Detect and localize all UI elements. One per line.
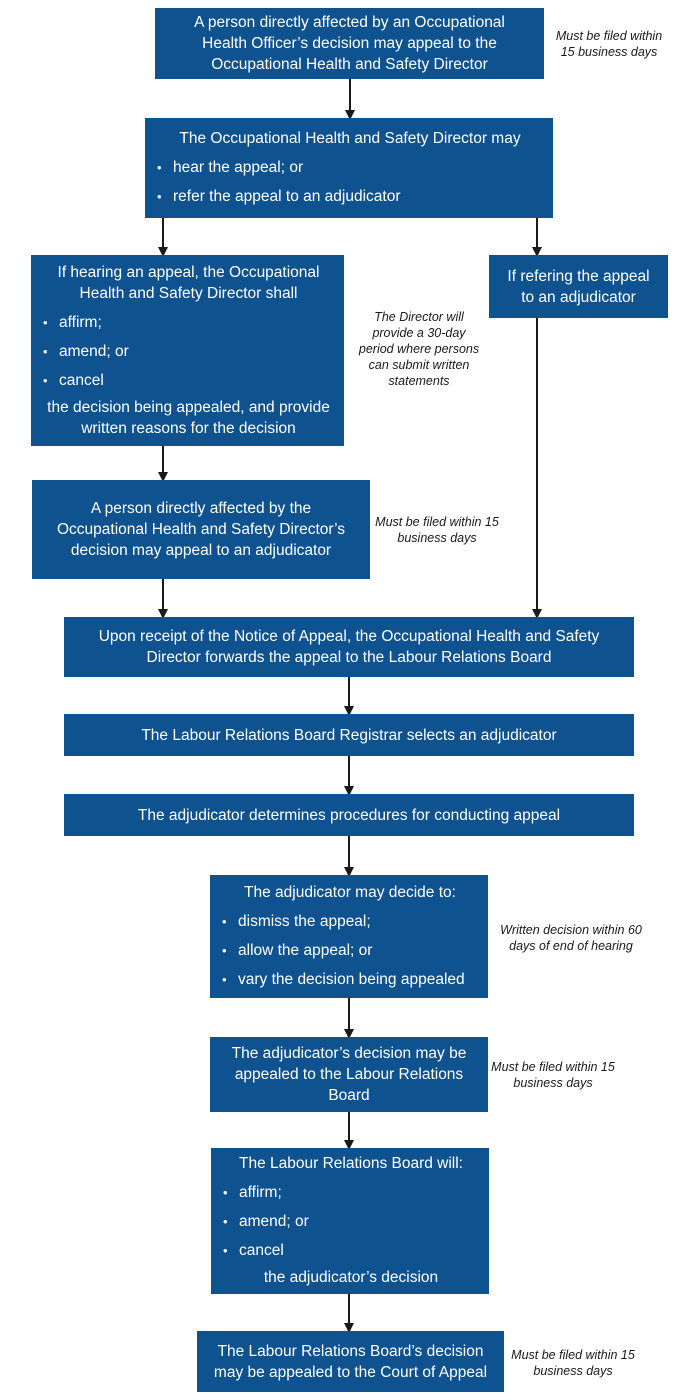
- step-director-hearing-tail: the decision being appealed, and provide…: [47, 399, 330, 437]
- step-adjudicator-decides-list: dismiss the appeal; allow the appeal; or…: [222, 903, 478, 990]
- note-filing-deadline-3: Must be filed within 15 business days: [491, 1060, 615, 1090]
- step-refer-adjudicator: If refering the appeal to an adjudicator: [489, 255, 668, 318]
- list-item: affirm;: [43, 312, 334, 333]
- note-written-statements: The Director will provide a 30-day perio…: [358, 310, 480, 388]
- step-adjudicator-decides: The adjudicator may decide to: dismiss t…: [210, 875, 488, 998]
- step-adjudicator-procedures-text: The adjudicator determines procedures fo…: [137, 806, 561, 824]
- list-item: cancel: [43, 370, 334, 391]
- step-board-will-list: affirm; amend; or cancel: [223, 1174, 479, 1261]
- step-adjudicator-decides-title: The adjudicator may decide to:: [244, 883, 456, 901]
- step-director-hearing: If hearing an appeal, the Occupational H…: [31, 255, 344, 446]
- note-filing-deadline-4: Must be filed within 15 business days: [511, 1348, 635, 1378]
- list-item: cancel: [223, 1240, 479, 1261]
- note-filing-deadline-1: Must be filed within 15 business days: [555, 29, 663, 59]
- list-item: allow the appeal; or: [222, 940, 478, 961]
- step-appeal-to-director: A person directly affected by an Occupat…: [155, 8, 544, 79]
- step-adjudicator-decision-appealed-text: The adjudicator’s decision may be appeal…: [231, 1045, 467, 1104]
- step-board-will: The Labour Relations Board will: affirm;…: [211, 1148, 489, 1294]
- step-appeal-to-adjudicator: A person directly affected by the Occupa…: [32, 480, 370, 579]
- step-adjudicator-decision-appealed: The adjudicator’s decision may be appeal…: [210, 1037, 488, 1112]
- step-notice-of-appeal: Upon receipt of the Notice of Appeal, th…: [64, 617, 634, 677]
- step-court-of-appeal-text: The Labour Relations Board’s decision ma…: [213, 1342, 488, 1381]
- step-director-hearing-title: If hearing an appeal, the Occupational H…: [57, 264, 320, 302]
- list-item: hear the appeal; or: [157, 157, 543, 178]
- step-appeal-to-adjudicator-text: A person directly affected by the Occupa…: [56, 500, 346, 559]
- step-board-will-title: The Labour Relations Board will:: [238, 1154, 463, 1172]
- step-refer-adjudicator-text: If refering the appeal to an adjudicator: [507, 267, 650, 306]
- list-item: refer the appeal to an adjudicator: [157, 186, 543, 207]
- step-registrar-selects-text: The Labour Relations Board Registrar sel…: [141, 726, 557, 744]
- step-court-of-appeal: The Labour Relations Board’s decision ma…: [197, 1331, 504, 1392]
- list-item: amend; or: [43, 341, 334, 362]
- step-appeal-to-director-text: A person directly affected by an Occupat…: [194, 14, 505, 73]
- step-director-options: The Occupational Health and Safety Direc…: [145, 118, 553, 218]
- step-director-options-title: The Occupational Health and Safety Direc…: [179, 129, 521, 147]
- step-notice-of-appeal-text: Upon receipt of the Notice of Appeal, th…: [98, 628, 600, 666]
- list-item: vary the decision being appealed: [222, 969, 478, 990]
- step-adjudicator-procedures: The adjudicator determines procedures fo…: [64, 794, 634, 836]
- list-item: dismiss the appeal;: [222, 911, 478, 932]
- note-written-decision: Written decision within 60 days of end o…: [500, 923, 642, 953]
- note-filing-deadline-2: Must be filed within 15 business days: [375, 515, 499, 545]
- list-item: affirm;: [223, 1182, 479, 1203]
- list-item: amend; or: [223, 1211, 479, 1232]
- step-director-hearing-list: affirm; amend; or cancel: [43, 304, 334, 391]
- step-director-options-list: hear the appeal; or refer the appeal to …: [157, 149, 543, 207]
- step-registrar-selects: The Labour Relations Board Registrar sel…: [64, 714, 634, 756]
- step-board-will-tail: the adjudicator’s decision: [263, 1268, 439, 1286]
